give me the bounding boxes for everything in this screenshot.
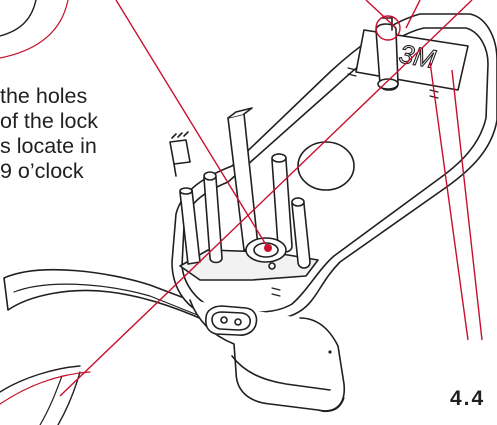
housing-window	[297, 141, 355, 191]
step-number: 4.4	[450, 387, 486, 410]
instruction-line-4: 9 o’clock	[0, 159, 84, 183]
leader-line-6	[451, 69, 483, 341]
instruction-line-1: the holes	[0, 84, 88, 108]
leader-line-4	[59, 0, 473, 397]
leader-lines	[59, 0, 483, 397]
logo-text: 3M	[397, 38, 438, 74]
leader-line-1	[115, 0, 269, 249]
instruction-line-3: s locate in	[0, 134, 97, 158]
side-clip	[169, 131, 191, 177]
detail-circle-bottom-left	[0, 365, 81, 425]
leader-line-5	[429, 61, 469, 341]
instruction-line-2: of the lock	[0, 109, 98, 133]
leader-line-2	[365, 0, 397, 29]
alignment-marks	[271, 67, 439, 297]
leader-line-3	[405, 0, 421, 29]
instruction-text: the holes of the lock s locate in 9 o’cl…	[0, 84, 98, 184]
highlight-circle	[375, 15, 401, 41]
detail-circle-top-left	[0, 0, 69, 59]
detail-circle-top-left-inner	[0, 0, 37, 37]
front-connector	[205, 305, 258, 336]
